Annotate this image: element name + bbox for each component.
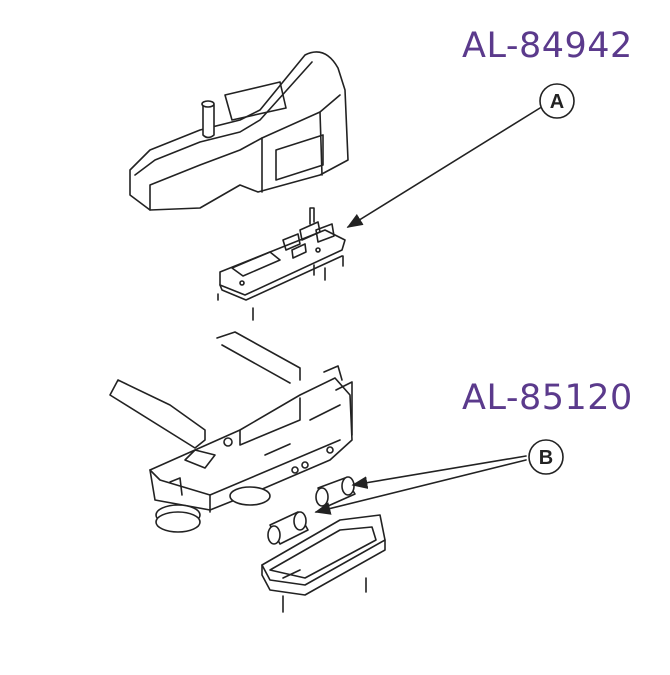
control-housing [129,51,349,211]
callout-b-circle [528,439,564,475]
callout-b-label: B [539,447,553,469]
part-number-top: AL-84942 [462,26,633,66]
callout-a-label: A [550,91,564,113]
chassis-frame [109,331,353,533]
circuit-board [217,207,346,321]
part-number-bottom: AL-85120 [462,378,633,418]
roller-parts [267,476,356,545]
callout-a-circle [539,83,575,119]
bottom-tray [261,514,386,613]
callout-arrows [314,107,541,515]
